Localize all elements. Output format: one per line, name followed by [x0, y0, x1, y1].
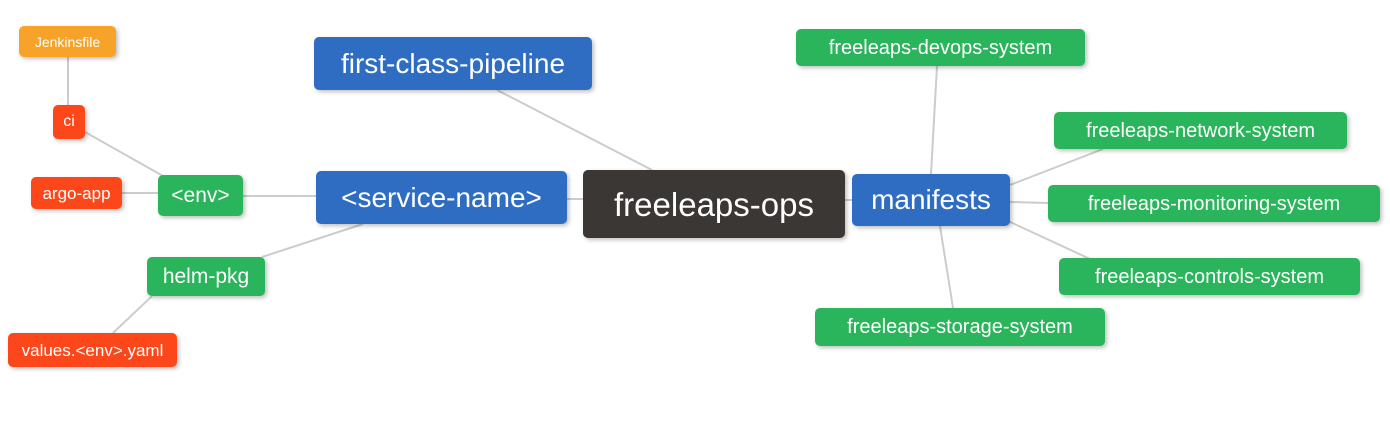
node-first-class-pipeline[interactable]: first-class-pipeline [314, 37, 592, 90]
edge-manifests-to-freeleaps-devops-system [930, 65, 938, 175]
edge-service-name-to-helm-pkg [261, 223, 364, 258]
edge-first-class-pipeline-to-freeleaps-ops [496, 89, 653, 171]
edge-manifests-to-freeleaps-storage-system [939, 225, 954, 309]
node-env[interactable]: <env> [158, 175, 243, 216]
node-freeleaps-controls-system[interactable]: freeleaps-controls-system [1059, 258, 1360, 295]
node-freeleaps-ops[interactable]: freeleaps-ops [583, 170, 845, 238]
node-service-name[interactable]: <service-name> [316, 171, 567, 224]
node-freeleaps-devops-system[interactable]: freeleaps-devops-system [796, 29, 1085, 66]
edge-manifests-to-freeleaps-controls-system [1007, 220, 1091, 260]
edge-ci-to-env [84, 131, 164, 177]
node-ci[interactable]: ci [53, 105, 85, 139]
node-helm-pkg[interactable]: helm-pkg [147, 257, 265, 296]
edge-manifests-to-freeleaps-monitoring-system [1009, 201, 1049, 204]
edge-helm-pkg-to-values-env-yaml [112, 295, 153, 334]
node-argo-app[interactable]: argo-app [31, 177, 122, 209]
node-jenkinsfile[interactable]: Jenkinsfile [19, 26, 116, 57]
node-freeleaps-network-system[interactable]: freeleaps-network-system [1054, 112, 1347, 149]
node-freeleaps-monitoring-system[interactable]: freeleaps-monitoring-system [1048, 185, 1380, 222]
node-freeleaps-storage-system[interactable]: freeleaps-storage-system [815, 308, 1105, 346]
node-manifests[interactable]: manifests [852, 174, 1010, 226]
node-values-env-yaml[interactable]: values.<env>.yaml [8, 333, 177, 367]
edge-manifests-to-freeleaps-network-system [1009, 148, 1104, 186]
